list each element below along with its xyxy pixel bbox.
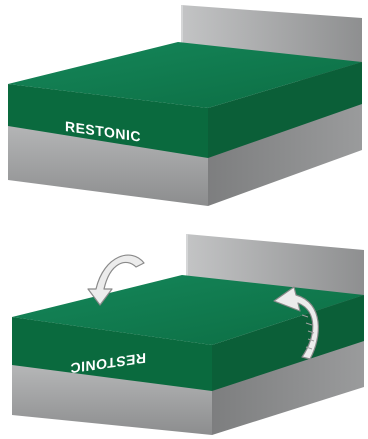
bed-step-2: RESTONIC: [0, 219, 368, 439]
bed-step-1: RESTONIC: [0, 0, 368, 220]
